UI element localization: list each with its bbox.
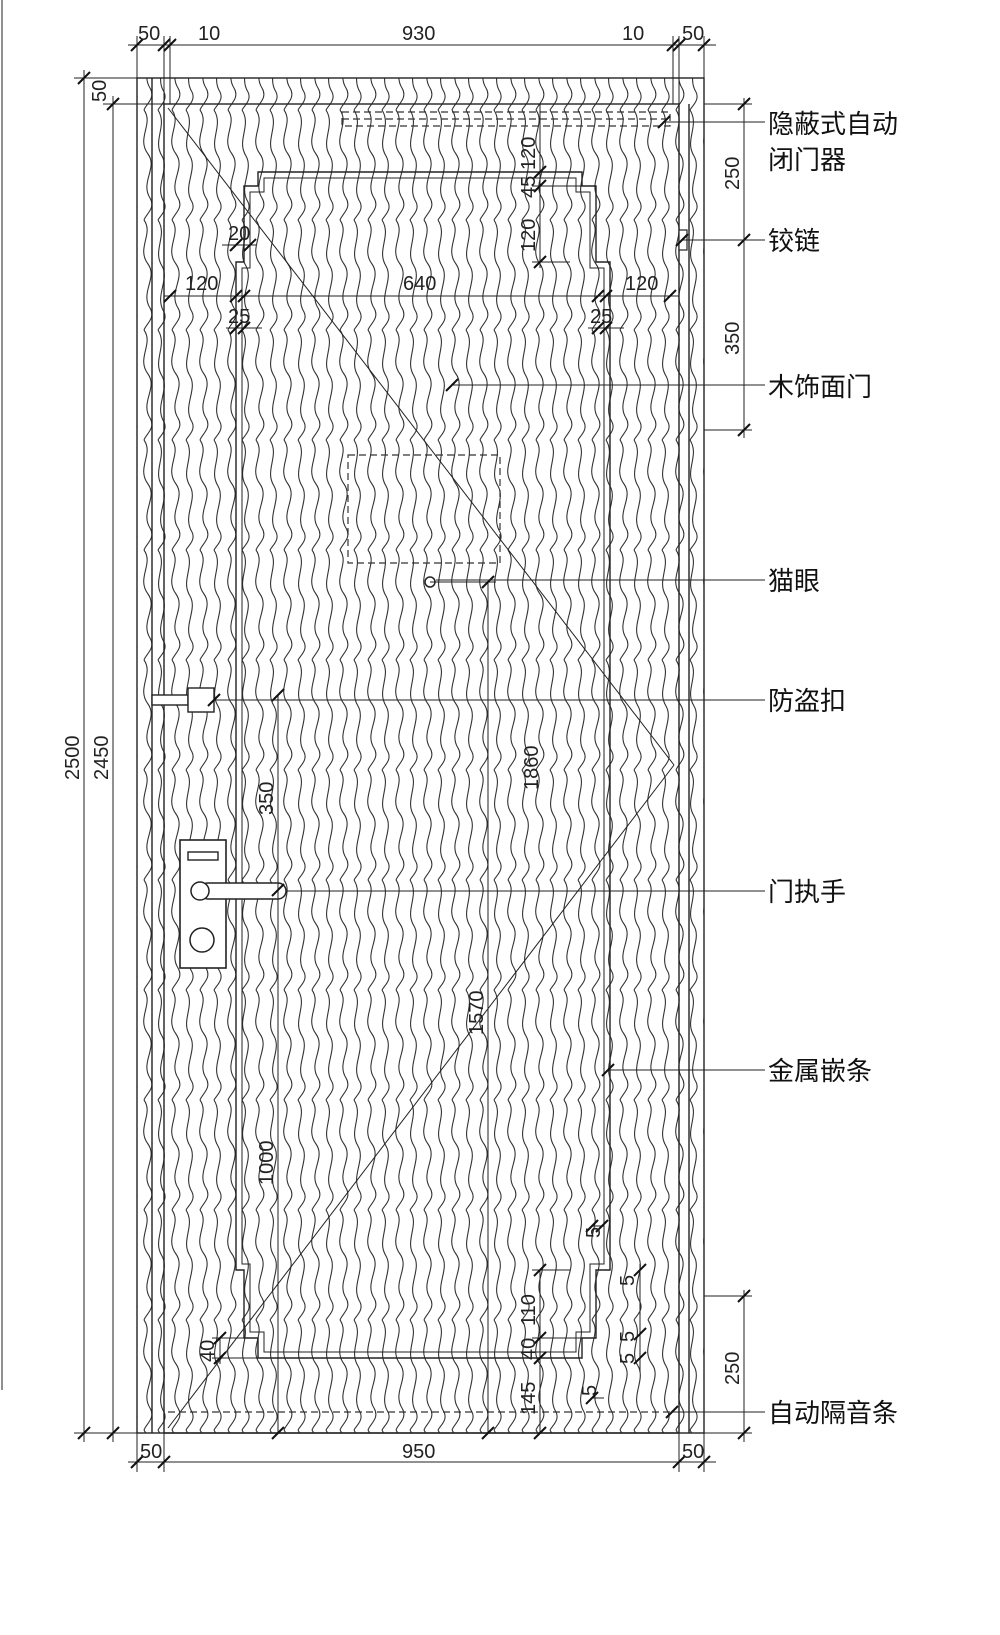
dim-left-50: 50 [89, 80, 111, 102]
peephole-dashed-area [347, 454, 501, 564]
dim-5-c: 5 [617, 1331, 639, 1342]
label-concealed-closer-line2: 闭门器 [768, 146, 846, 176]
security-latch [151, 687, 215, 713]
bottom-left-step-dimension: 40 [197, 1331, 258, 1365]
bottom-right-step-dimensions: 5 5 5 5 110 40 145 5 [518, 1219, 647, 1440]
interior-dimension-lines: 350 1860 1570 1000 [256, 575, 543, 1440]
dim-1570: 1570 [466, 991, 488, 1036]
dim-bottom-50-left: 50 [140, 1441, 162, 1463]
dim-inner-640: 640 [403, 273, 436, 295]
dim-40-left: 40 [197, 1340, 219, 1362]
dim-5-e: 5 [579, 1385, 601, 1396]
dim-5-d: 5 [617, 1353, 639, 1364]
left-dimension-chain: 50 2500 2450 [62, 70, 164, 1442]
dim-20: 20 [228, 223, 250, 245]
dim-top-930: 930 [402, 23, 435, 45]
dim-1000: 1000 [256, 1141, 278, 1186]
label-leaders [207, 115, 765, 1419]
dim-110: 110 [518, 1294, 540, 1326]
door-handle [179, 839, 287, 969]
inner-width-dimensions: 120 640 120 20 25 25 [163, 223, 679, 335]
label-peephole: 猫眼 [768, 567, 820, 597]
bottom-dimension-chain: 50 950 50 [128, 1433, 716, 1472]
dim-top-50-left: 50 [138, 23, 160, 45]
dim-5-a: 5 [583, 1227, 605, 1238]
label-hinge: 铰链 [768, 227, 820, 257]
dim-350-latch: 350 [256, 782, 278, 815]
dim-inner-120-left: 120 [185, 273, 218, 295]
dim-left-2450: 2450 [91, 736, 113, 781]
label-door-handle: 门执手 [768, 878, 846, 908]
dim-25-left: 25 [228, 306, 250, 328]
dim-top-50-right: 50 [682, 23, 704, 45]
dim-right-250-top: 250 [722, 157, 744, 190]
dim-inner-120-right: 120 [625, 273, 658, 295]
dim-bottom-50-right: 50 [682, 1441, 704, 1463]
label-concealed-closer-line1: 隐蔽式自动 [768, 110, 898, 140]
dim-right-350: 350 [722, 322, 744, 355]
label-security-latch: 防盗扣 [768, 687, 846, 717]
dim-145: 145 [518, 1382, 540, 1415]
label-automatic-seal-strip: 自动隔音条 [768, 1399, 898, 1429]
top-step-dimensions: 120 45 120 [518, 104, 582, 269]
label-wood-veneer-door: 木饰面门 [768, 373, 872, 403]
dim-120-top: 120 [518, 137, 540, 170]
dim-top-10-right: 10 [622, 23, 644, 45]
concealed-door-closer [341, 111, 671, 127]
right-dimension-chain: 250 350 250 [704, 97, 752, 1442]
dim-top-10-left: 10 [198, 23, 220, 45]
inner-panel-outline [235, 171, 611, 1359]
dim-120-step: 120 [518, 219, 540, 252]
top-dimension-chain: 50 10 930 10 50 [128, 23, 716, 104]
dim-40-right: 40 [518, 1338, 540, 1360]
dim-right-250-bottom: 250 [722, 1352, 744, 1385]
dim-5-b: 5 [617, 1275, 639, 1286]
dim-bottom-950: 950 [402, 1441, 435, 1463]
label-metal-inlay-strip: 金属嵌条 [768, 1057, 872, 1087]
dim-left-2500: 2500 [62, 736, 84, 781]
dim-1860: 1860 [521, 746, 543, 791]
dim-45: 45 [518, 176, 540, 198]
dim-25-right: 25 [590, 306, 612, 328]
